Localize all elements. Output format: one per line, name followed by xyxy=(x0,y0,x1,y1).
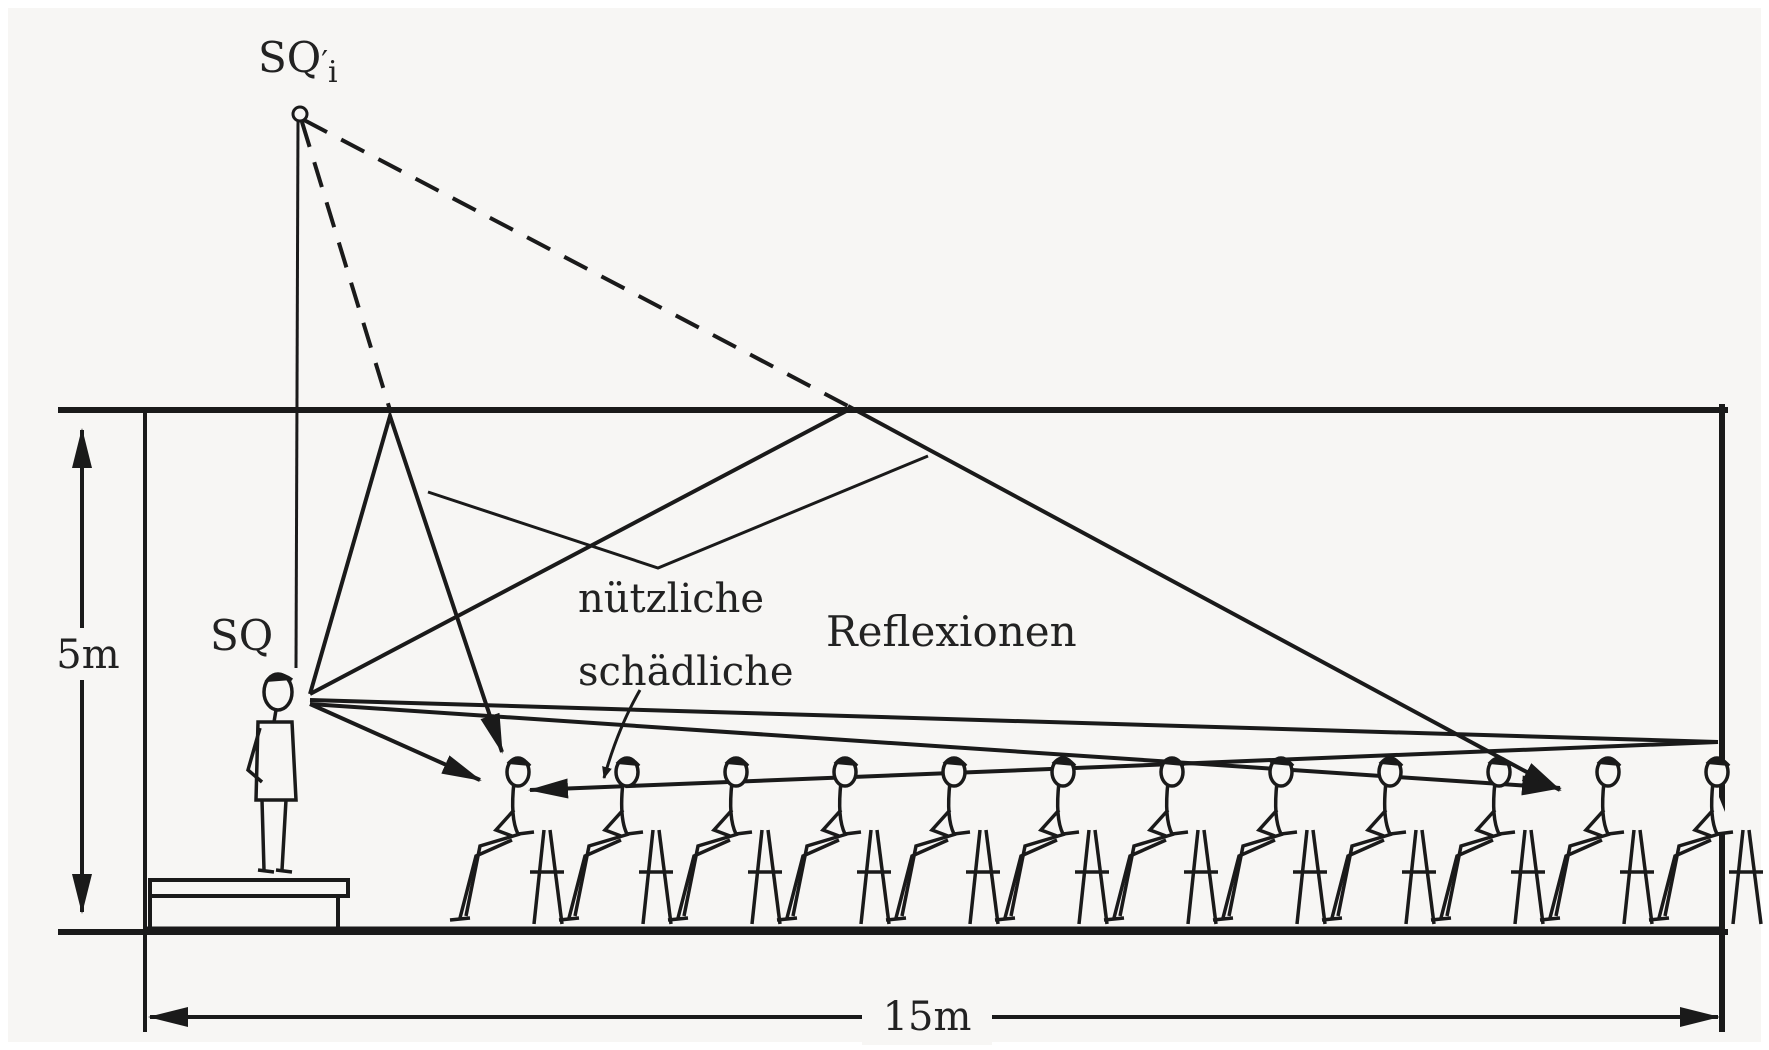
ray-to-ceiling-back xyxy=(309,406,853,696)
harmful-label: schädliche xyxy=(578,649,794,695)
image-source-label: SQ′i xyxy=(258,33,338,90)
direct-ray-front-row xyxy=(309,702,482,782)
dashed-line-front xyxy=(300,121,392,411)
speaker-hair xyxy=(264,672,294,684)
seated-listener xyxy=(1648,756,1763,925)
image-source: SQ′i xyxy=(258,33,338,123)
reflections-label: Reflexionen xyxy=(826,607,1077,656)
seated-listener xyxy=(1321,756,1436,925)
image-source-point xyxy=(291,105,309,123)
seated-listener xyxy=(885,756,1000,925)
construction-dashed-lines xyxy=(300,118,849,411)
height-label-bg xyxy=(40,628,130,680)
length-label-bg xyxy=(862,985,992,1045)
podium xyxy=(148,878,350,928)
room-outline xyxy=(58,404,1728,1032)
speaker-figure xyxy=(246,672,298,874)
seated-listener xyxy=(1103,756,1218,925)
height-label: 5m xyxy=(56,632,119,678)
length-label: 15m xyxy=(883,994,972,1040)
useful-reflection-back xyxy=(847,404,1562,792)
harmful-pointer xyxy=(602,689,642,779)
reflection-rays xyxy=(308,404,1562,792)
source-label: SQ xyxy=(210,611,273,660)
seated-listener xyxy=(449,756,564,925)
seated-listener xyxy=(994,756,1109,925)
speaker-feet xyxy=(257,868,293,874)
seated-listener xyxy=(1539,756,1654,925)
dashed-line-back xyxy=(303,118,849,408)
seated-listener xyxy=(1212,756,1327,925)
speaker-torso xyxy=(254,720,298,802)
speaker-neck xyxy=(272,709,278,723)
mirror-axis-line xyxy=(294,119,300,669)
paper-background xyxy=(8,8,1761,1042)
useful-reflection-front xyxy=(308,409,504,754)
audience xyxy=(449,756,1763,925)
seated-listener xyxy=(776,756,891,925)
flutter-ray xyxy=(427,454,929,570)
useful-label: nützliche xyxy=(578,576,764,622)
podium-top xyxy=(148,878,350,898)
seated-listener xyxy=(558,756,673,925)
direct-ray-back-row xyxy=(309,702,1562,796)
ray-to-back-wall xyxy=(309,698,1719,744)
speaker-legs xyxy=(260,799,288,871)
speaker-arm xyxy=(246,727,264,784)
seated-listener xyxy=(1430,756,1545,925)
seated-listener xyxy=(667,756,782,925)
